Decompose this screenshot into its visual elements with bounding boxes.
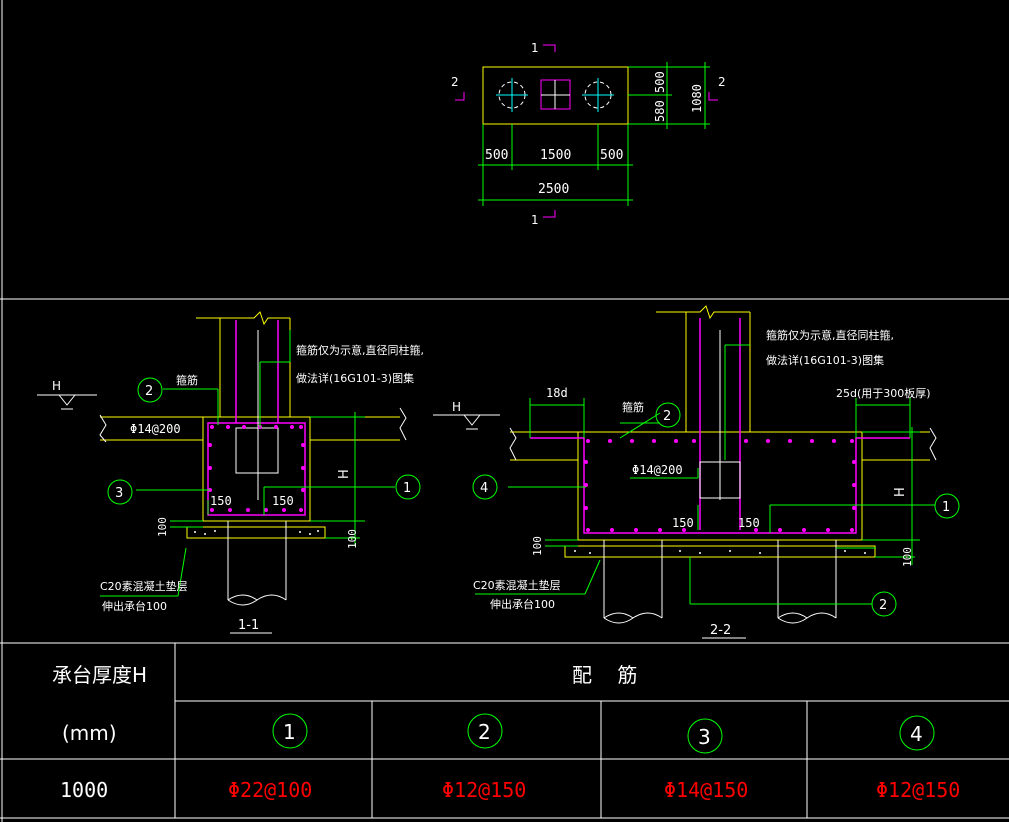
circle-marker-2-2-2 <box>655 402 681 428</box>
section-title-1-1: 1-1 <box>238 618 259 633</box>
col-marker-1 <box>272 713 308 749</box>
circle-text-4-2-2: 4 <box>480 481 488 496</box>
water-label-1-1: H <box>52 379 61 393</box>
circle-marker-2b-2-2 <box>871 591 897 617</box>
water-label-2-2: H <box>452 400 461 414</box>
col-marker-3 <box>687 718 723 754</box>
circle-marker-3-1-1 <box>107 479 133 505</box>
note-1-1-line2: 做法详(16G101-3)图集 <box>296 371 414 385</box>
h-dim-1-1: H <box>337 469 352 479</box>
col-marker-4 <box>899 715 935 751</box>
pad-label-1-1-line1: C20素混凝土垫层 <box>100 579 188 593</box>
dim-1500: 1500 <box>540 148 571 163</box>
plan-view: 1 1 2 2 500 1500 500 2500 500 580 1080 <box>451 41 726 227</box>
rebar-table: 承台厚度H (mm) 配 筋 1 2 3 4 1000 Φ22@100 Φ12@… <box>0 643 1009 819</box>
pad-label-1-1-line2: 伸出承台100 <box>102 599 167 613</box>
stirrup-label-2-2: 箍筋 <box>622 400 644 414</box>
dim-100a-2-2: 100 <box>531 536 544 556</box>
rebar-value-2: Φ12@150 <box>442 778 526 802</box>
dim-v-580: 580 <box>653 100 667 122</box>
row-thickness-value: 1000 <box>60 778 108 802</box>
circle-marker-4-2-2 <box>472 474 498 500</box>
dim-150a-2-2: 150 <box>672 516 694 530</box>
table-header-unit: (mm) <box>62 721 117 745</box>
circle-marker-1-2-2 <box>934 493 960 519</box>
anchor-18d: 18d <box>546 386 568 400</box>
anchor-25d: 25d(用于300板厚) <box>836 386 931 400</box>
rebar-label-1-1: Φ14@200 <box>130 422 181 436</box>
section-mark-left: 2 <box>451 75 459 89</box>
section-mark-right: 2 <box>718 75 726 89</box>
dim-100b-2-2: 100 <box>901 547 914 567</box>
dim-150b-2-2: 150 <box>738 516 760 530</box>
note-2-2-line2: 做法详(16G101-3)图集 <box>766 353 884 367</box>
h-dim-2-2: H <box>893 487 908 497</box>
dim-150b-1-1: 150 <box>272 494 294 508</box>
circle-marker-2-1-1 <box>137 377 163 403</box>
dim-500-right: 500 <box>600 148 623 163</box>
dim-500-left: 500 <box>485 148 508 163</box>
pad-label-2-2-line2: 伸出承台100 <box>490 597 555 611</box>
section-mark-top: 1 <box>531 41 539 55</box>
col-marker-3-text: 3 <box>698 725 711 749</box>
dim-150a-1-1: 150 <box>210 494 232 508</box>
circle-text-3-1-1: 3 <box>115 486 123 501</box>
col-marker-2-text: 2 <box>478 720 491 744</box>
rebar-value-4: Φ12@150 <box>876 778 960 802</box>
rebar-value-3: Φ14@150 <box>664 778 748 802</box>
circle-text-2b-2-2: 2 <box>879 598 887 613</box>
table-header-rebar: 配 筋 <box>572 663 637 687</box>
note-1-1-line1: 箍筋仅为示意,直径同柱箍, <box>296 343 424 357</box>
dim-v-1080: 1080 <box>690 84 704 113</box>
circle-text-1-1-1: 1 <box>403 481 411 496</box>
col-marker-4-text: 4 <box>910 722 923 746</box>
circle-text-2-2-2: 2 <box>663 409 671 424</box>
stirrup-label-1-1: 箍筋 <box>176 373 198 387</box>
table-header-thickness: 承台厚度H <box>52 663 147 687</box>
pad-label-2-2-line1: C20素混凝土垫层 <box>473 578 561 592</box>
note-2-2-line1: 箍筋仅为示意,直径同柱箍, <box>766 328 894 342</box>
section-1-1: H H 150 150 100 100 Φ14@200 箍筋 箍筋仅为示意,直径… <box>37 311 424 634</box>
circle-marker-1-1-1 <box>395 474 421 500</box>
rebar-label-2-2: Φ14@200 <box>632 463 683 477</box>
dim-v-500: 500 <box>653 71 667 93</box>
section-title-2-2: 2-2 <box>710 623 731 638</box>
section-2-2: H 18d 2 <box>433 305 960 639</box>
dim-100a-1-1: 100 <box>156 517 169 537</box>
col-marker-1-text: 1 <box>283 720 296 744</box>
rebar-dots-2-2 <box>584 439 856 532</box>
circle-text-2-1-1: 2 <box>145 384 153 399</box>
section-mark-bottom: 1 <box>531 213 539 227</box>
col-marker-2 <box>467 713 503 749</box>
circle-text-1-2-2: 1 <box>942 500 950 515</box>
dim-100b-1-1: 100 <box>346 529 359 549</box>
rebar-value-1: Φ22@100 <box>228 778 312 802</box>
dim-2500: 2500 <box>538 182 569 197</box>
